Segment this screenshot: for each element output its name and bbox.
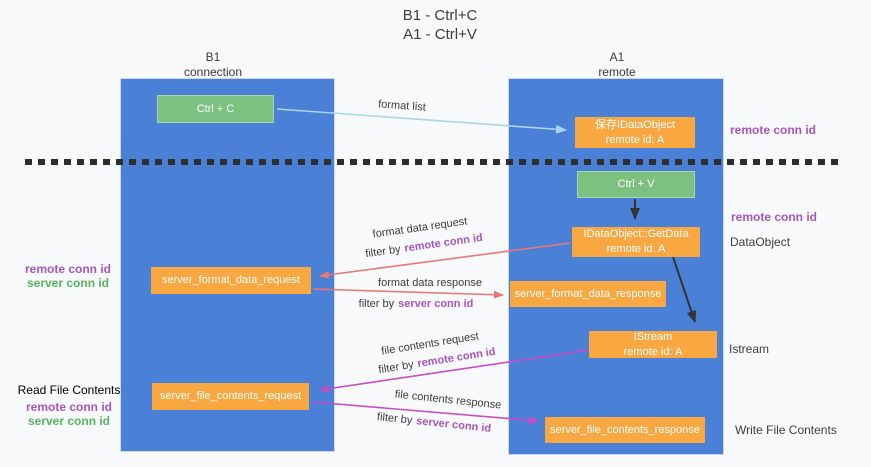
node-ctrl-v: Ctrl + V bbox=[577, 171, 695, 198]
left-label-remote-conn-id: remote conn id bbox=[24, 262, 111, 276]
separator-dashed-line bbox=[25, 159, 843, 165]
right-label-istream: Istream bbox=[729, 342, 770, 356]
node-server-format-data-response: server_format_data_response bbox=[510, 281, 666, 307]
right-label-write-file-contents: Write File Contents bbox=[735, 423, 837, 437]
file-contents-response-label: file contents response bbox=[394, 388, 502, 412]
filter-value: server conn id bbox=[415, 415, 492, 435]
node-save-dataobject: 保存IDataObject remote id: A bbox=[575, 117, 695, 148]
filter-prefix: filter by bbox=[377, 358, 415, 377]
node-istream-line2: remote id: A bbox=[623, 345, 683, 358]
filter-value: server conn id bbox=[398, 298, 474, 310]
left-label-file-block: Read File Contents remote conn id server… bbox=[14, 383, 124, 428]
left-column-header: B1 connection bbox=[153, 50, 273, 80]
node-getdata-line1: IDataObject::GetData bbox=[583, 228, 689, 241]
right-column-name: A1 bbox=[609, 50, 625, 64]
node-getdata-line2: remote id: A bbox=[606, 243, 666, 255]
filter-value: remote conn id bbox=[403, 231, 484, 255]
left-column-role: connection bbox=[183, 65, 243, 79]
node-server-file-contents-request: server_file_contents_request bbox=[152, 383, 309, 410]
node-server-format-data-request: server_format_data_request bbox=[151, 267, 311, 294]
node-server-format-data-response-label: server_format_data_response bbox=[514, 287, 662, 300]
node-save-dataobject-line2: remote id: A bbox=[605, 133, 665, 146]
node-ctrl-c: Ctrl + C bbox=[157, 95, 274, 123]
node-server-format-data-request-label: server_format_data_request bbox=[161, 274, 301, 287]
filter-prefix: filter by bbox=[358, 298, 395, 310]
right-label-remote-conn-id-mid: remote conn id bbox=[731, 210, 818, 224]
left-label-read-file-contents: Read File Contents bbox=[17, 383, 121, 397]
left-label-remote-conn-id-2: remote conn id bbox=[25, 400, 112, 415]
right-label-dataobject: DataObject bbox=[730, 235, 791, 249]
left-label-server-conn-id: server conn id bbox=[26, 276, 110, 291]
node-istream: IStream remote id: A bbox=[589, 331, 717, 358]
filter-prefix: filter by bbox=[376, 411, 413, 427]
left-label-format-block: remote conn id server conn id bbox=[20, 262, 116, 290]
filter-prefix: filter by bbox=[364, 243, 402, 261]
title-line-2: A1 - Ctrl+V bbox=[403, 26, 477, 44]
format-data-response-label: format data response bbox=[378, 277, 482, 289]
node-server-file-contents-request-label: server_file_contents_request bbox=[159, 390, 302, 403]
right-column-role: remote bbox=[598, 65, 636, 79]
node-getdata: IDataObject::GetData remote id: A bbox=[572, 227, 700, 257]
node-ctrl-v-label: Ctrl + V bbox=[617, 178, 655, 191]
node-save-dataobject-line1: 保存IDataObject bbox=[594, 118, 676, 131]
format-list-label: format list bbox=[377, 98, 427, 114]
left-column-name: B1 bbox=[205, 50, 221, 64]
title-line-1: B1 - Ctrl+C bbox=[402, 7, 478, 24]
node-server-file-contents-response: server_file_contents_response bbox=[545, 417, 705, 443]
node-istream-line1: IStream bbox=[633, 330, 673, 343]
right-label-remote-conn-id-top: remote conn id bbox=[730, 123, 817, 137]
left-label-server-conn-id-2: server conn id bbox=[27, 414, 111, 429]
diagram-title: B1 - Ctrl+C A1 - Ctrl+V bbox=[0, 6, 871, 44]
format-data-response-arrow bbox=[312, 288, 504, 299]
right-column-header: A1 remote bbox=[557, 50, 677, 80]
node-server-file-contents-response-label: server_file_contents_response bbox=[550, 423, 700, 436]
node-ctrl-c-label: Ctrl + C bbox=[196, 102, 235, 115]
